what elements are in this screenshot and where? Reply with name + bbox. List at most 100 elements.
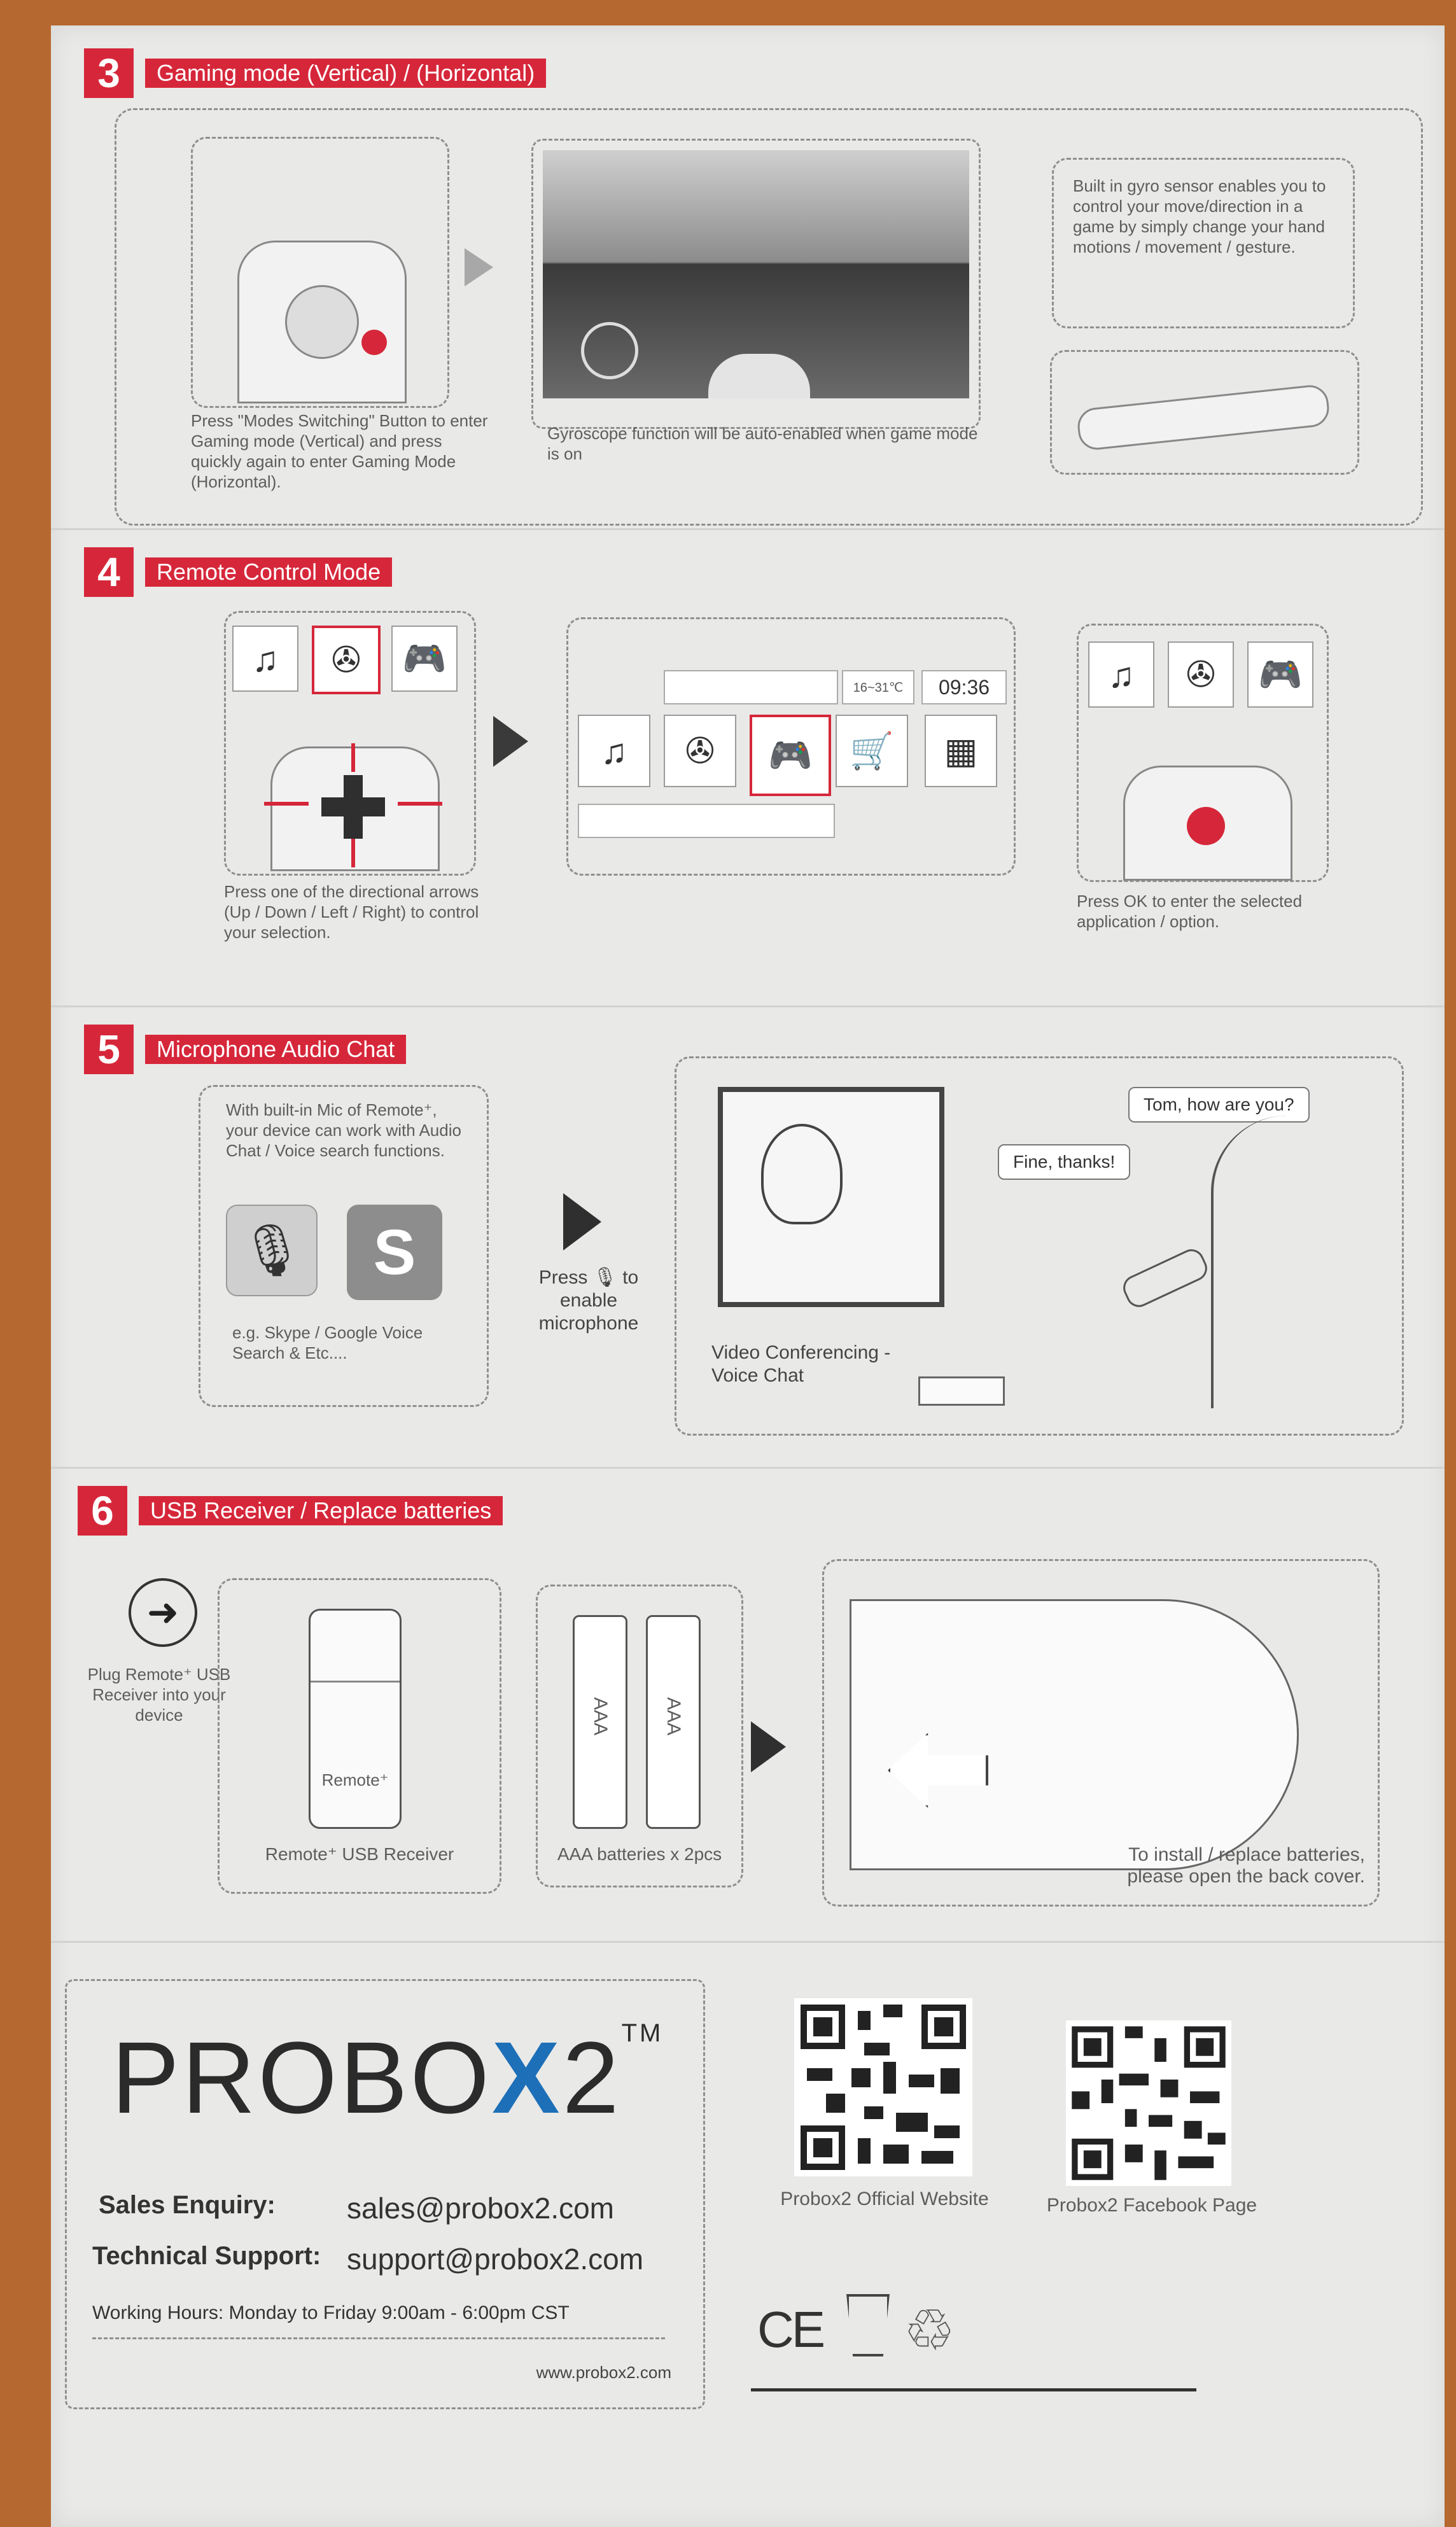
contact-divider — [92, 2337, 665, 2339]
remote-back-cover — [850, 1599, 1299, 1870]
contact-box: PROBOX2TM Sales Enquiry: sales@probox2.c… — [65, 1979, 705, 2409]
support-email-link[interactable]: support@probox2.com — [347, 2243, 644, 2276]
caption-gyro-sensor: Built in gyro sensor enables you to cont… — [1073, 176, 1326, 256]
gamepad-icon: 🎮 — [1247, 641, 1313, 708]
skype-icon: S — [347, 1205, 442, 1300]
sales-email-link[interactable]: sales@probox2.com — [347, 2192, 614, 2225]
mic-info-box: With built-in Mic of Remote⁺, your devic… — [199, 1085, 489, 1407]
battery-label: AAA — [663, 1697, 684, 1736]
section-number: 5 — [84, 1025, 134, 1074]
steering-indicator-icon — [581, 322, 638, 379]
section-5-header: 5 Microphone Audio Chat — [84, 1025, 407, 1074]
fold-line — [51, 1941, 1445, 1943]
man-portrait — [761, 1124, 843, 1224]
instruction-sheet: 3 Gaming mode (Vertical) / (Horizontal) … — [51, 25, 1445, 2527]
caption-modes-switching: Press "Modes Switching" Button to enter … — [191, 411, 488, 491]
section-number: 4 — [84, 547, 134, 597]
aaa-battery-icon: AAA — [646, 1615, 701, 1829]
section-number: 3 — [84, 48, 134, 98]
remote-in-hand-icon — [1119, 1245, 1212, 1312]
gamepad-icon: 🎮 — [391, 626, 458, 692]
film-reel-icon: ✇ — [1168, 641, 1234, 708]
dpad-icon — [285, 285, 359, 359]
clock-widget: 09:36 — [921, 670, 1007, 704]
launcher-status-icons — [664, 670, 838, 704]
launcher-screen-box: 16~31℃ 09:36 ♫ ✇ 🎮 🛒 ▦ — [566, 617, 1016, 876]
ok-button-box: ♫ ✇ 🎮 — [1077, 624, 1329, 882]
section-title: Gaming mode (Vertical) / (Horizontal) — [145, 59, 547, 88]
website-link[interactable]: www.probox2.com — [536, 2363, 671, 2382]
section-title: Remote Control Mode — [145, 557, 393, 587]
working-hours: Working Hours: Monday to Friday 9:00am -… — [92, 2302, 570, 2323]
qr-code-website[interactable] — [794, 1998, 972, 2176]
launcher-bottom-bar — [578, 804, 835, 838]
section-4-header: 4 Remote Control Mode — [84, 547, 393, 597]
arrow-right-icon — [493, 716, 528, 767]
section-6-header: 6 USB Receiver / Replace batteries — [78, 1486, 503, 1536]
remote-illustration-box — [191, 137, 449, 408]
weee-bin-icon — [846, 2294, 890, 2356]
plug-arrow-icon: ➜ — [129, 1578, 197, 1647]
gesture-illustration — [1050, 350, 1359, 475]
woman-silhouette — [1211, 1116, 1354, 1408]
arrow-left-icon — [264, 802, 309, 806]
qr-code-icon — [1066, 2020, 1231, 2186]
racing-game-screenshot — [543, 150, 969, 398]
gyro-sensor-box: Built in gyro sensor enables you to cont… — [1052, 158, 1355, 328]
microphone-icon: 🎙 — [226, 1205, 318, 1296]
section-3-header: 3 Gaming mode (Vertical) / (Horizontal) — [84, 48, 547, 98]
recycle-icon: ♲ — [904, 2299, 955, 2363]
footer-rule — [751, 2388, 1196, 2391]
music-icon: ♫ — [578, 715, 650, 787]
logo-text-x: X — [491, 2020, 563, 2134]
apps-grid-icon: ▦ — [925, 715, 997, 787]
section-3-frame — [115, 108, 1423, 526]
qr-code-facebook[interactable] — [1066, 2020, 1231, 2186]
caption-skype: e.g. Skype / Google Voice Search & Etc..… — [232, 1323, 423, 1362]
battery-label: AAA — [590, 1697, 611, 1736]
logo-trademark: TM — [621, 2019, 664, 2047]
fold-line — [51, 528, 1445, 530]
section-title: Microphone Audio Chat — [145, 1035, 407, 1064]
probox2-logo: PROBOX2TM — [111, 2019, 663, 2136]
receiver-label: Remote⁺ — [321, 1770, 389, 1789]
film-reel-icon: ✇ — [312, 626, 381, 694]
fold-line — [51, 1005, 1445, 1007]
fold-line — [51, 1467, 1445, 1469]
press-text: Press — [538, 1267, 588, 1288]
caption-video-conferencing: Video Conferencing - Voice Chat — [711, 1342, 891, 1386]
qr-code-icon — [794, 1998, 972, 2176]
logo-text-2: 2 — [562, 2020, 622, 2134]
arrow-up-icon — [351, 743, 355, 772]
video-chat-illustration: Fine, thanks! Tom, how are you? Video Co… — [675, 1056, 1404, 1436]
arrow-right-icon — [465, 248, 493, 286]
sales-enquiry-label: Sales Enquiry: — [99, 2191, 276, 2219]
film-reel-icon: ✇ — [664, 715, 736, 787]
arrow-right-icon — [398, 802, 442, 806]
caption-qr-website: Probox2 Official Website — [780, 2188, 989, 2209]
shopping-cart-icon: 🛒 — [836, 715, 908, 787]
speech-bubble-tom: Tom, how are you? — [1128, 1087, 1310, 1123]
caption-built-in-mic: With built-in Mic of Remote⁺, your devic… — [226, 1100, 461, 1160]
ok-button-icon — [1187, 807, 1225, 845]
car-hood — [708, 354, 810, 398]
caption-usb-receiver: Remote⁺ USB Receiver — [265, 1844, 454, 1864]
logo-text-probo: PROBO — [111, 2020, 492, 2134]
remote-illustration — [237, 241, 407, 403]
section-title: USB Receiver / Replace batteries — [139, 1496, 503, 1525]
gamepad-icon: 🎮 — [750, 715, 831, 796]
caption-qr-facebook: Probox2 Facebook Page — [1046, 2195, 1257, 2216]
mode-switch-button-icon — [361, 330, 387, 355]
game-screenshot-frame — [531, 139, 981, 429]
caption-back-cover: To install / replace batteries, please o… — [1127, 1844, 1365, 1887]
speech-bubble-fine: Fine, thanks! — [998, 1144, 1131, 1180]
caption-press-mic: Press 🎙 to enable microphone — [519, 1266, 659, 1335]
tv-screen-icon — [718, 1087, 944, 1307]
weather-widget: 16~31℃ — [842, 670, 914, 704]
set-top-box-icon — [918, 1376, 1005, 1406]
remote-horizontal-icon — [1075, 383, 1331, 452]
enable-microphone-text: to enable microphone — [538, 1267, 639, 1334]
back-cover-illustration: To install / replace batteries, please o… — [822, 1559, 1380, 1907]
section-number: 6 — [78, 1486, 127, 1536]
microphone-icon: 🎙 — [592, 1267, 617, 1288]
